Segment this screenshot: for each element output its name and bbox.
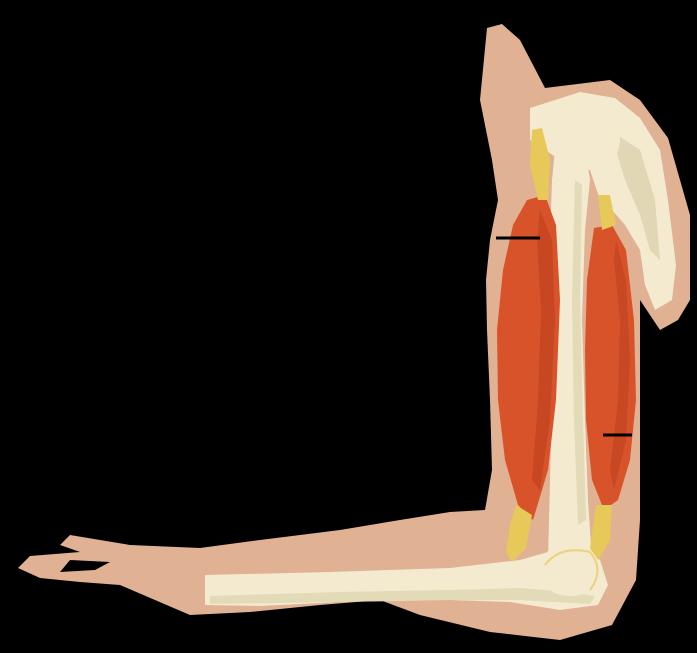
humerus-head — [552, 110, 620, 170]
